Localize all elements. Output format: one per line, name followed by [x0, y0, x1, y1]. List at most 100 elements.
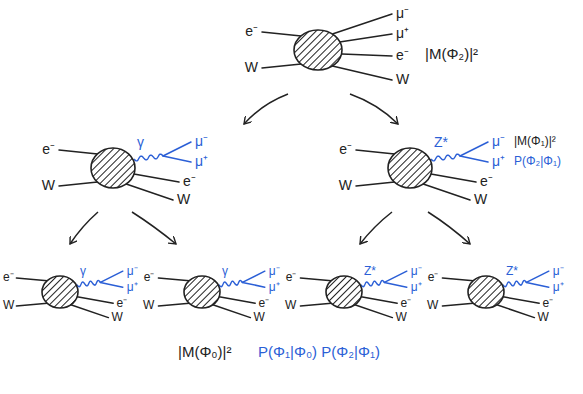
particle-line — [163, 142, 191, 156]
particle-line — [59, 182, 98, 186]
particle-label: |M(Φ₂)|² — [425, 46, 478, 63]
particle-line — [384, 282, 406, 287]
particle-label: e⁻ — [116, 297, 127, 310]
particle-label: W — [474, 192, 487, 207]
blue-label: P(Φ₁|Φ₀) P(Φ₂|Φ₁) — [258, 344, 380, 361]
particle-label: W — [538, 311, 549, 324]
particle-label: e⁻ — [400, 297, 411, 310]
particle-line — [423, 184, 470, 200]
particle-line — [100, 282, 122, 287]
particle-line — [332, 14, 392, 34]
particle-line — [100, 271, 122, 282]
boson-line — [77, 280, 100, 286]
particle-label: μ⁻ — [396, 6, 409, 21]
particle-label: e⁻ — [258, 297, 269, 310]
particle-line — [158, 303, 189, 306]
interaction-blob — [294, 30, 342, 70]
branch-arrow — [244, 94, 288, 124]
blue-label: Z* — [434, 135, 448, 150]
particle-label: W — [245, 60, 258, 75]
blue-label: μ⁻ — [492, 134, 505, 149]
particle-line — [16, 278, 47, 281]
blue-label: μ⁻ — [195, 134, 208, 149]
particle-line — [384, 271, 406, 282]
particle-line — [460, 142, 488, 156]
branch-arrow — [360, 212, 392, 244]
particle-label: e⁻ — [42, 142, 55, 157]
particle-label: e⁻ — [480, 174, 493, 189]
boson-line — [503, 280, 526, 286]
particle-label: W — [285, 299, 296, 312]
particle-line — [526, 282, 548, 287]
particle-label: μ⁺ — [396, 26, 409, 41]
blue-label: Z* — [506, 265, 518, 278]
branch-arrow — [70, 212, 98, 244]
particle-label: e⁻ — [3, 271, 14, 284]
particle-label: e⁻ — [183, 174, 196, 189]
particle-label: e⁻ — [396, 48, 409, 63]
particle-line — [262, 64, 301, 68]
particle-label: e⁻ — [428, 271, 439, 284]
blue-label: μ⁺ — [411, 281, 422, 294]
particle-line — [342, 54, 392, 56]
blue-label: γ — [222, 265, 228, 278]
particle-line — [213, 305, 251, 318]
particle-line — [356, 150, 395, 154]
particle-label: W — [112, 311, 123, 324]
particle-label: W — [254, 311, 265, 324]
blue-label: μ⁺ — [195, 154, 208, 169]
interaction-blob — [184, 276, 220, 308]
particle-label: e⁻ — [339, 142, 352, 157]
particle-label: W — [3, 299, 14, 312]
particle-label: W — [427, 299, 438, 312]
blue-label: μ⁻ — [269, 265, 280, 278]
branch-arrow — [132, 212, 176, 244]
blue-label: P(Φ₂|Φ₁) — [514, 155, 561, 168]
boson-line — [431, 154, 460, 161]
particle-line — [242, 271, 264, 282]
particle-line — [497, 305, 535, 318]
particle-line — [460, 156, 488, 162]
particle-line — [300, 278, 331, 281]
particle-line — [59, 150, 98, 154]
blue-label: μ⁻ — [411, 265, 422, 278]
branch-arrow — [350, 94, 398, 124]
boson-line — [219, 280, 242, 286]
blue-label: μ⁺ — [553, 281, 564, 294]
interaction-blob — [42, 276, 78, 308]
particle-label: |M(Φ₀)|² — [178, 344, 231, 361]
particle-label: e⁻ — [144, 271, 155, 284]
blue-label: Z* — [364, 265, 376, 278]
particle-label: W — [396, 311, 407, 324]
particle-line — [71, 305, 109, 318]
particle-line — [300, 303, 331, 306]
particle-label: |M(Φ₁)|² — [514, 135, 556, 148]
particle-label: W — [177, 192, 190, 207]
interaction-blob — [468, 276, 504, 308]
particle-line — [262, 32, 301, 36]
particle-line — [361, 297, 397, 303]
particle-line — [332, 66, 392, 80]
interaction-blob — [91, 148, 135, 188]
branch-arrow — [428, 212, 470, 244]
particle-line — [356, 182, 395, 186]
particle-label: W — [42, 178, 55, 193]
particle-line — [355, 305, 393, 318]
particle-line — [163, 156, 191, 162]
blue-label: γ — [80, 265, 86, 278]
particle-line — [219, 297, 255, 303]
particle-line — [431, 174, 476, 182]
blue-label: μ⁺ — [127, 281, 138, 294]
blue-label: μ⁻ — [127, 265, 138, 278]
blue-label: μ⁺ — [492, 154, 505, 169]
particle-line — [442, 278, 473, 281]
particle-line — [158, 278, 189, 281]
particle-line — [126, 184, 173, 200]
particle-label: e⁻ — [542, 297, 553, 310]
particle-line — [442, 303, 473, 306]
blue-label: μ⁻ — [553, 265, 564, 278]
particle-line — [77, 297, 113, 303]
blue-label: γ — [137, 135, 144, 150]
